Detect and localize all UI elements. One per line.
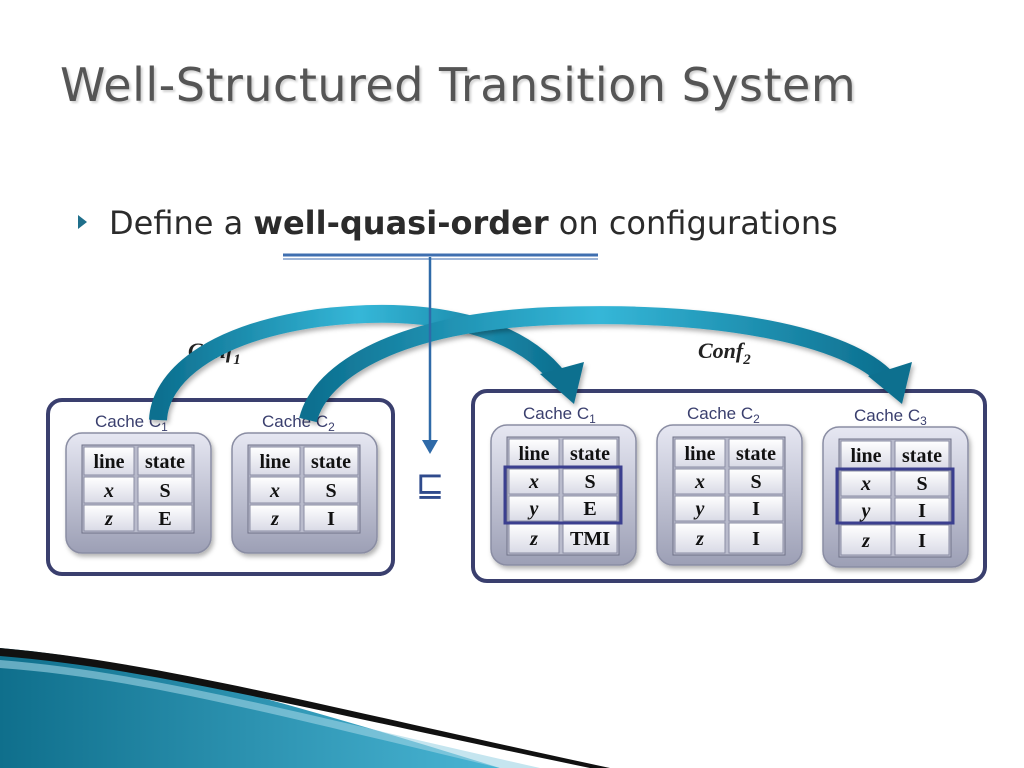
table-cell [83, 476, 135, 504]
cell-line: x [528, 471, 539, 493]
header-state: state [311, 451, 351, 473]
bottom-decoration [0, 648, 610, 768]
conf1-cache2-title: Cache C2 [262, 412, 335, 434]
table-cell [249, 446, 301, 476]
header-state: state [736, 443, 776, 465]
embedding-highlight-box [835, 467, 955, 525]
header-line: line [684, 443, 715, 465]
table-cell [303, 446, 359, 476]
table-cell [674, 495, 726, 522]
table-cell [894, 524, 950, 556]
table-cell [840, 524, 892, 556]
cell-state: S [916, 473, 927, 495]
header-line: line [850, 445, 881, 467]
cell-line: y [528, 498, 539, 520]
slide-title: Well-Structured Transition System [60, 58, 857, 112]
table-cell [894, 497, 950, 524]
table-cell [728, 495, 784, 522]
cell-state: I [752, 528, 760, 550]
pointer-arrowhead [422, 440, 438, 454]
table-cell [508, 438, 560, 468]
cell-state: TMI [570, 528, 610, 550]
table-cell [508, 495, 560, 522]
cell-line: z [104, 508, 113, 530]
table-cell [83, 446, 135, 476]
cell-line: y [860, 500, 871, 522]
conf2-cache3: line state x S y I z I [822, 426, 969, 568]
table-cell [83, 504, 135, 532]
table-cell [249, 504, 301, 532]
cell-state: S [159, 480, 170, 502]
bullet-highlight: well-quasi-order [253, 204, 549, 242]
table-cell [840, 497, 892, 524]
bullet-item: Define a well-quasi-order on configurati… [78, 204, 838, 242]
cell-line: x [694, 471, 705, 493]
bullet-suffix: on configurations [548, 204, 838, 242]
table-cell [840, 470, 892, 497]
conf1-cache2: line state x S z I [231, 432, 378, 554]
table-cell [137, 446, 193, 476]
wqo-symbol: ⊑ [416, 465, 445, 505]
bullet-prefix: Define a [109, 204, 254, 242]
cell-state: E [158, 508, 171, 530]
cell-state: E [583, 498, 596, 520]
table-cell [562, 468, 618, 495]
header-state: state [902, 445, 942, 467]
cell-line: y [694, 498, 705, 520]
conf2-cache1: line state x S y E z TMI [490, 424, 637, 566]
wqo-pointer-arrow [422, 257, 438, 454]
table-cell [249, 476, 301, 504]
cell-line: z [270, 508, 279, 530]
table-cell [840, 440, 892, 470]
conf2-cache3-title: Cache C3 [854, 406, 927, 428]
conf2-cache1-title: Cache C1 [523, 404, 596, 426]
header-state: state [570, 443, 610, 465]
table-cell [728, 522, 784, 554]
conf2-cache2: line state x S y I z I [656, 424, 803, 566]
cell-state: I [752, 498, 760, 520]
table-cell [137, 504, 193, 532]
table-cell [728, 468, 784, 495]
arc-1-arrowhead [540, 362, 584, 404]
cell-state: I [327, 508, 335, 530]
table-cell [674, 438, 726, 468]
header-line: line [518, 443, 549, 465]
cell-line: z [529, 528, 538, 550]
arc-2-arrowhead [868, 362, 912, 404]
header-line: line [93, 451, 124, 473]
embedding-highlight-box [503, 465, 623, 525]
cell-state: S [325, 480, 336, 502]
embedding-arc-1 [149, 304, 584, 421]
header-state: state [145, 451, 185, 473]
table-cell [674, 522, 726, 554]
cell-state: I [918, 530, 926, 552]
table-cell [894, 440, 950, 470]
table-cell [508, 468, 560, 495]
table-cell [303, 476, 359, 504]
conf1-cache1: line state x S z E [65, 432, 212, 554]
table-cell [303, 504, 359, 532]
table-cell [894, 470, 950, 497]
conf2-label: Conf2 [698, 338, 751, 368]
table-cell [674, 468, 726, 495]
conf2-cache2-title: Cache C2 [687, 404, 760, 426]
conf1-cache1-title: Cache C1 [95, 412, 168, 434]
cell-line: z [861, 530, 870, 552]
table-cell [137, 476, 193, 504]
cell-state: S [584, 471, 595, 493]
cell-line: x [860, 473, 871, 495]
table-cell [562, 495, 618, 522]
table-cell [508, 522, 560, 554]
embedding-arc-2 [299, 306, 912, 423]
table-cell [728, 438, 784, 468]
cell-line: x [103, 480, 114, 502]
cell-state: S [750, 471, 761, 493]
cell-state: I [918, 500, 926, 522]
header-line: line [259, 451, 290, 473]
triangle-right-icon [78, 215, 87, 229]
cell-line: x [269, 480, 280, 502]
cell-line: z [695, 528, 704, 550]
